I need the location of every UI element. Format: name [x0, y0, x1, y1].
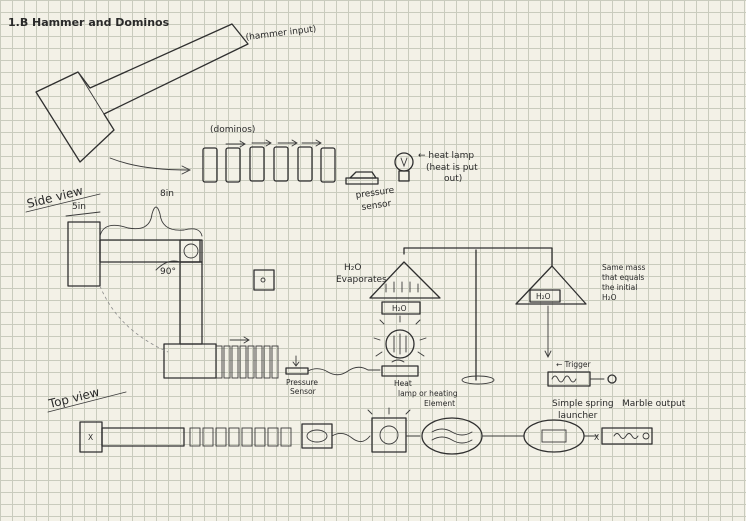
dim-5in-line: [65, 211, 101, 217]
dim-5in-label: 5in: [72, 202, 86, 212]
angle-90-label: 90°: [160, 267, 176, 277]
spring-launcher-label-2: launcher: [558, 411, 598, 421]
h2o-weight-label: H₂O: [536, 292, 551, 301]
hammer-input-label: (hammer input): [245, 24, 317, 43]
balance-scale: [369, 247, 587, 385]
pressure-sensor-side-label-2: Sensor: [290, 387, 317, 396]
same-mass-label-3: the initial: [602, 283, 637, 292]
pressure-sensor-side-label-1: Pressure: [286, 378, 318, 387]
top-view-layout: X X: [79, 407, 653, 455]
svg-text:X: X: [594, 433, 599, 442]
same-mass-label-2: that equals: [602, 273, 644, 282]
pressure-sensor-top: [345, 171, 379, 185]
marble-output-label: Marble output: [622, 399, 686, 409]
h2o-evaporates-label-1: H₂O: [344, 263, 361, 273]
heat-lamp-label-1: ← heat lamp: [418, 151, 474, 161]
top-view-underline: [47, 391, 127, 413]
domino-row-top: [202, 139, 336, 183]
same-mass-label-4: H₂O: [602, 293, 617, 302]
heat-lamp-label-2: (heat is put: [426, 163, 478, 173]
top-view-label: Top view: [46, 385, 101, 411]
trigger-label: ← Trigger: [556, 360, 591, 369]
target-marker: [253, 269, 275, 291]
side-view-underline: [25, 193, 101, 213]
spring-launcher-label-1: Simple spring: [552, 399, 614, 409]
h2o-evaporates-label-2: Evaporates: [336, 275, 387, 285]
pressure-sensor-side: [285, 355, 309, 375]
domino-row-side: [215, 336, 279, 379]
dim-8in-brace: [99, 206, 203, 237]
wire-sensor-heater: [307, 366, 381, 376]
heat-lamp-top: [394, 152, 414, 182]
pressure-sensor-top-label-2: sensor: [361, 199, 392, 213]
same-mass-label-1: Same mass: [602, 263, 645, 272]
heat-element-label-2: lamp or heating: [398, 389, 458, 398]
hammer-arrow: [109, 157, 192, 175]
spring-launcher-side: [547, 371, 617, 387]
side-view-frame: [67, 221, 217, 379]
page-title: 1.B Hammer and Dominos: [8, 16, 170, 29]
svg-text:X: X: [88, 433, 93, 442]
dim-8in-label: 8in: [160, 189, 174, 199]
heat-element-label-3: Element: [424, 399, 455, 408]
heat-element-label-1: Heat: [394, 379, 412, 388]
hammer: [35, 23, 249, 163]
h2o-tank-label: H₂O: [392, 304, 407, 313]
heat-element-side: [373, 315, 427, 377]
dominos-label: (dominos): [210, 125, 255, 135]
heat-lamp-label-3: out): [444, 174, 462, 184]
